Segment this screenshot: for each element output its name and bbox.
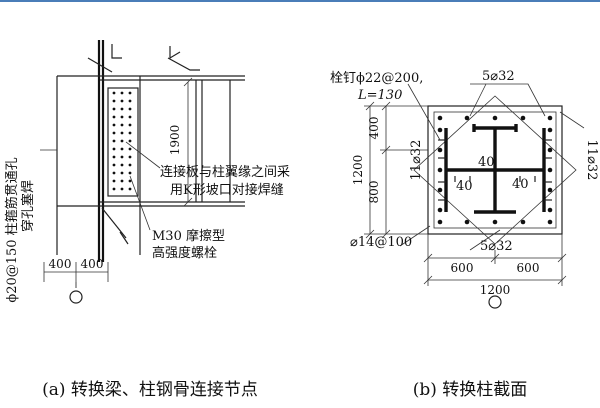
caption-left: (a) 转换梁、柱钢骨连接节点: [42, 380, 258, 400]
dim-label-1200-h: 1200: [480, 283, 511, 297]
bars-bottom-leader: [469, 229, 501, 251]
note-stud-2: L=130: [357, 88, 402, 103]
bars-right-leader: [559, 111, 585, 129]
right-panel-column-section: 1200 400 800 600 600 1200 栓钉ϕ22@200, L=1…: [330, 69, 599, 400]
weld-leader-top: [87, 57, 113, 73]
weld-leader-bottom: [101, 207, 127, 239]
note-bolt-1: M30 摩擦型: [152, 228, 225, 244]
note-stirrup: ⌀14@100: [350, 235, 412, 250]
note-bars-left: 11⌀32: [409, 140, 424, 181]
note-web-thk-1: 40: [478, 155, 495, 170]
note-bars-bottom: 5⌀32: [480, 239, 513, 254]
rebar-set: [437, 115, 553, 225]
dim-label-400-left: 400: [49, 257, 72, 271]
stud-leader: [407, 83, 441, 141]
section-outline: [427, 105, 563, 235]
bolt-grid: [112, 91, 132, 191]
dim-tick: [557, 275, 567, 285]
weld-flag-bottom: [119, 231, 129, 245]
note-bars-right: 11⌀32: [584, 140, 599, 181]
bolt-leader: [129, 175, 151, 231]
note-bars-top: 5⌀32: [482, 69, 515, 84]
dim-label-600-left: 600: [451, 261, 474, 275]
shear-studs: [438, 139, 552, 201]
note-plate-weld-1: 连接板与柱翼缘之间采: [160, 164, 290, 180]
plate-weld-leader: [125, 141, 161, 169]
weld-flag-top: [111, 44, 122, 59]
dim-tick: [183, 77, 193, 87]
dim-label-600-right: 600: [517, 261, 540, 275]
note-bolt-2: 高强度螺栓: [152, 245, 217, 261]
note-web-thk-2: 40: [456, 179, 473, 194]
diamond-tie: [413, 95, 577, 245]
stirrup-leader-right: [399, 225, 431, 247]
weld-leader-top-right: [167, 57, 200, 71]
dim-tick: [381, 229, 391, 239]
dim-label-400-right: 400: [81, 257, 104, 271]
dim-tick: [365, 101, 375, 111]
dim-label-800: 800: [367, 181, 381, 204]
dim-label-400: 400: [367, 117, 381, 140]
dim-tick: [381, 101, 391, 111]
note-stud-1: 栓钉ϕ22@200,: [330, 71, 423, 86]
note-plate-weld-2: 用K形坡口对接焊缝: [170, 182, 284, 198]
dim-label-1900: 1900: [168, 125, 182, 156]
note-stirrup-hole-2: 穿孔塞焊: [20, 180, 36, 232]
axis-bubble: [69, 290, 83, 304]
dim-label-1200-v: 1200: [351, 155, 365, 186]
caption-right: (b) 转换柱截面: [413, 380, 528, 400]
connection-plate: [107, 87, 139, 197]
dim-tick: [423, 275, 433, 285]
dim-tick: [490, 253, 500, 263]
dim-tick: [557, 253, 567, 263]
weld-flag-top-right: [169, 46, 181, 60]
axis-bubble-right: [488, 295, 502, 309]
bars-top-leader-2: [469, 83, 487, 117]
note-stirrup-hole-1: ϕ20@150 柱箍筋贯通孔: [4, 157, 20, 302]
left-panel-node-detail: 1900 400 400 ϕ20@150 柱箍筋贯通孔 穿孔塞焊 连接板与柱翼缘…: [4, 40, 290, 400]
dim-tick: [381, 145, 391, 155]
dim-tick: [365, 229, 375, 239]
dim-tick: [423, 253, 433, 263]
note-web-thk-3: 40: [512, 177, 529, 192]
dim-tick: [183, 197, 193, 207]
stirrup-outline: [433, 111, 557, 229]
bars-top-leader: [470, 83, 546, 117]
